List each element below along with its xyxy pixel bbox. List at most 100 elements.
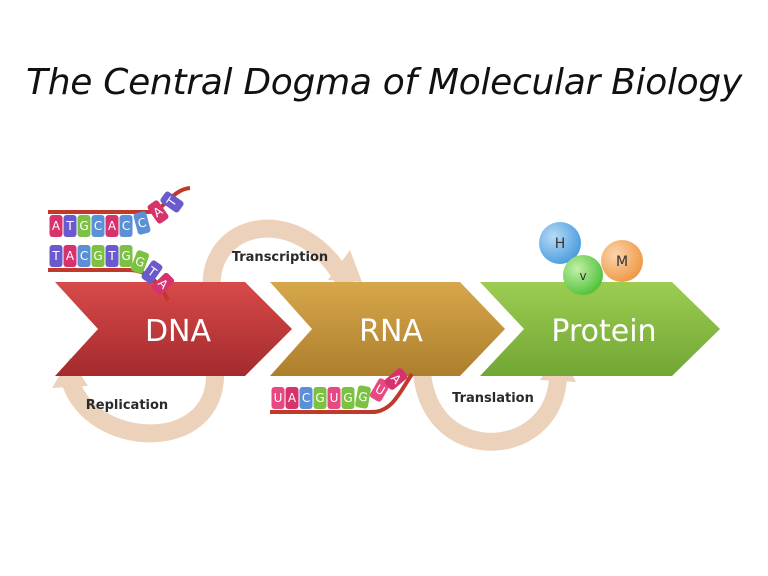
rna-base-8: A [384, 368, 408, 390]
dna-top-base-letter: C [94, 219, 102, 233]
dna-bottom-base-block [63, 245, 77, 267]
rna-base-6: G [355, 385, 371, 409]
dna-bottom-base-letter: G [93, 249, 102, 263]
dna-top-base-4: A [105, 215, 119, 237]
dna-top-base-block [160, 191, 184, 213]
dna-bottom-base-block [119, 245, 133, 267]
dna-top-base-2: G [77, 215, 91, 237]
dna-bottom-base-block [91, 245, 105, 267]
translation-arrow [413, 363, 568, 451]
dna-bottom-base-0: T [49, 245, 63, 267]
dna-bottom-base-letter: T [107, 249, 116, 263]
rna-base-4: U [327, 387, 341, 409]
replication-label: Replication [86, 398, 168, 413]
rna-base-0: U [271, 387, 285, 409]
amino-acid-h [539, 222, 581, 264]
rna-base-letter: U [330, 391, 339, 405]
rna-base-7: U [369, 378, 391, 402]
dna-bottom-base-8: A [151, 272, 175, 296]
rna-base-block [285, 387, 299, 409]
dna-top-base-block [119, 215, 133, 237]
amino-acid-v [563, 255, 603, 295]
dna-top-base-block [49, 215, 63, 237]
slide-title: The Central Dogma of Molecular Biology [26, 62, 742, 103]
dna-label: DNA [145, 314, 212, 349]
dna-top-base-block [105, 215, 119, 237]
dna-top-base-block [133, 211, 151, 235]
rna-backbone [270, 372, 414, 414]
dna-bottom-base-7: T [141, 260, 163, 284]
dna-bottom-base-block [77, 245, 91, 267]
dna-bottom-base-letter: A [66, 249, 75, 263]
dna-bottom-base-6: G [130, 250, 150, 274]
rna-base-5: G [341, 387, 355, 409]
dna-top-base-5: C [119, 215, 133, 237]
transcription-arrowhead [328, 250, 362, 282]
dna-bottom-base-block [105, 245, 119, 267]
dna-bottom-base-2: C [77, 245, 91, 267]
dna-bottom-base-3: G [91, 245, 105, 267]
amino-acid-m [601, 240, 643, 282]
dna-bottom-base-block [141, 260, 163, 284]
dna-top-base-block [147, 200, 169, 224]
dna-top-base-letter: A [108, 219, 117, 233]
rna-arrow [270, 282, 505, 376]
dna-top-base-letter: G [79, 219, 88, 233]
dna-bottom-base-letter: C [80, 249, 88, 263]
dna-bottom-base-5: G [119, 245, 133, 267]
dna-top-base-0: A [49, 215, 63, 237]
rna-base-letter: G [315, 391, 324, 405]
dna-top-base-6: C [133, 211, 151, 235]
dna-top-base-letter: C [122, 219, 130, 233]
protein-label: Protein [551, 314, 656, 349]
dna-top-base-7: A [147, 200, 169, 224]
transcription-arrow [202, 219, 354, 301]
dna-bottom-base-block [151, 272, 175, 296]
rna-base-letter: U [274, 391, 283, 405]
rna-base-block [313, 387, 327, 409]
dna-top-base-letter: C [136, 215, 148, 231]
dna-top-base-block [91, 215, 105, 237]
dna-bottom-base-letter: G [121, 249, 130, 263]
rna-base-block [384, 368, 408, 390]
dna-bottom-base-block [130, 250, 150, 274]
amino-acids: H M v [539, 222, 643, 295]
amino-acid-m-label: M [616, 254, 628, 270]
rna-base-block [299, 387, 313, 409]
dna-top-base-letter: T [65, 219, 74, 233]
dna-bottom-base-block [49, 245, 63, 267]
rna-base-block [341, 387, 355, 409]
transcription-label: Transcription [232, 250, 328, 265]
rna-base-letter: A [288, 391, 297, 405]
dna-bottom-base-4: T [105, 245, 119, 267]
rna-base-block [327, 387, 341, 409]
dna-top-base-3: C [91, 215, 105, 237]
rna-base-letter: C [302, 391, 310, 405]
amino-acid-h-label: H [555, 236, 566, 252]
dna-top-base-letter: A [52, 219, 61, 233]
dna-bottom-base-letter: T [51, 249, 60, 263]
rna-base-1: A [285, 387, 299, 409]
dna-bottom-base-letter: G [133, 254, 147, 270]
rna-base-3: G [313, 387, 327, 409]
dna-top-base-block [63, 215, 77, 237]
dna-top-base-8: T [160, 191, 184, 213]
replication-arrow [61, 363, 225, 443]
rna-base-letter: G [343, 391, 352, 405]
amino-acid-v-label: v [579, 269, 586, 283]
dna-top-base-block [77, 215, 91, 237]
rna-base-block [355, 385, 371, 409]
dna-top-base-1: T [63, 215, 77, 237]
rna-base-block [369, 378, 391, 402]
rna-base-block [271, 387, 285, 409]
dna-arrow [55, 282, 292, 376]
protein-arrow [480, 282, 720, 376]
rna-base-letter: G [357, 389, 369, 404]
translation-label: Translation [452, 391, 534, 406]
rna-base-2: C [299, 387, 313, 409]
rna-label: RNA [359, 314, 423, 349]
dna-bottom-base-1: A [63, 245, 77, 267]
